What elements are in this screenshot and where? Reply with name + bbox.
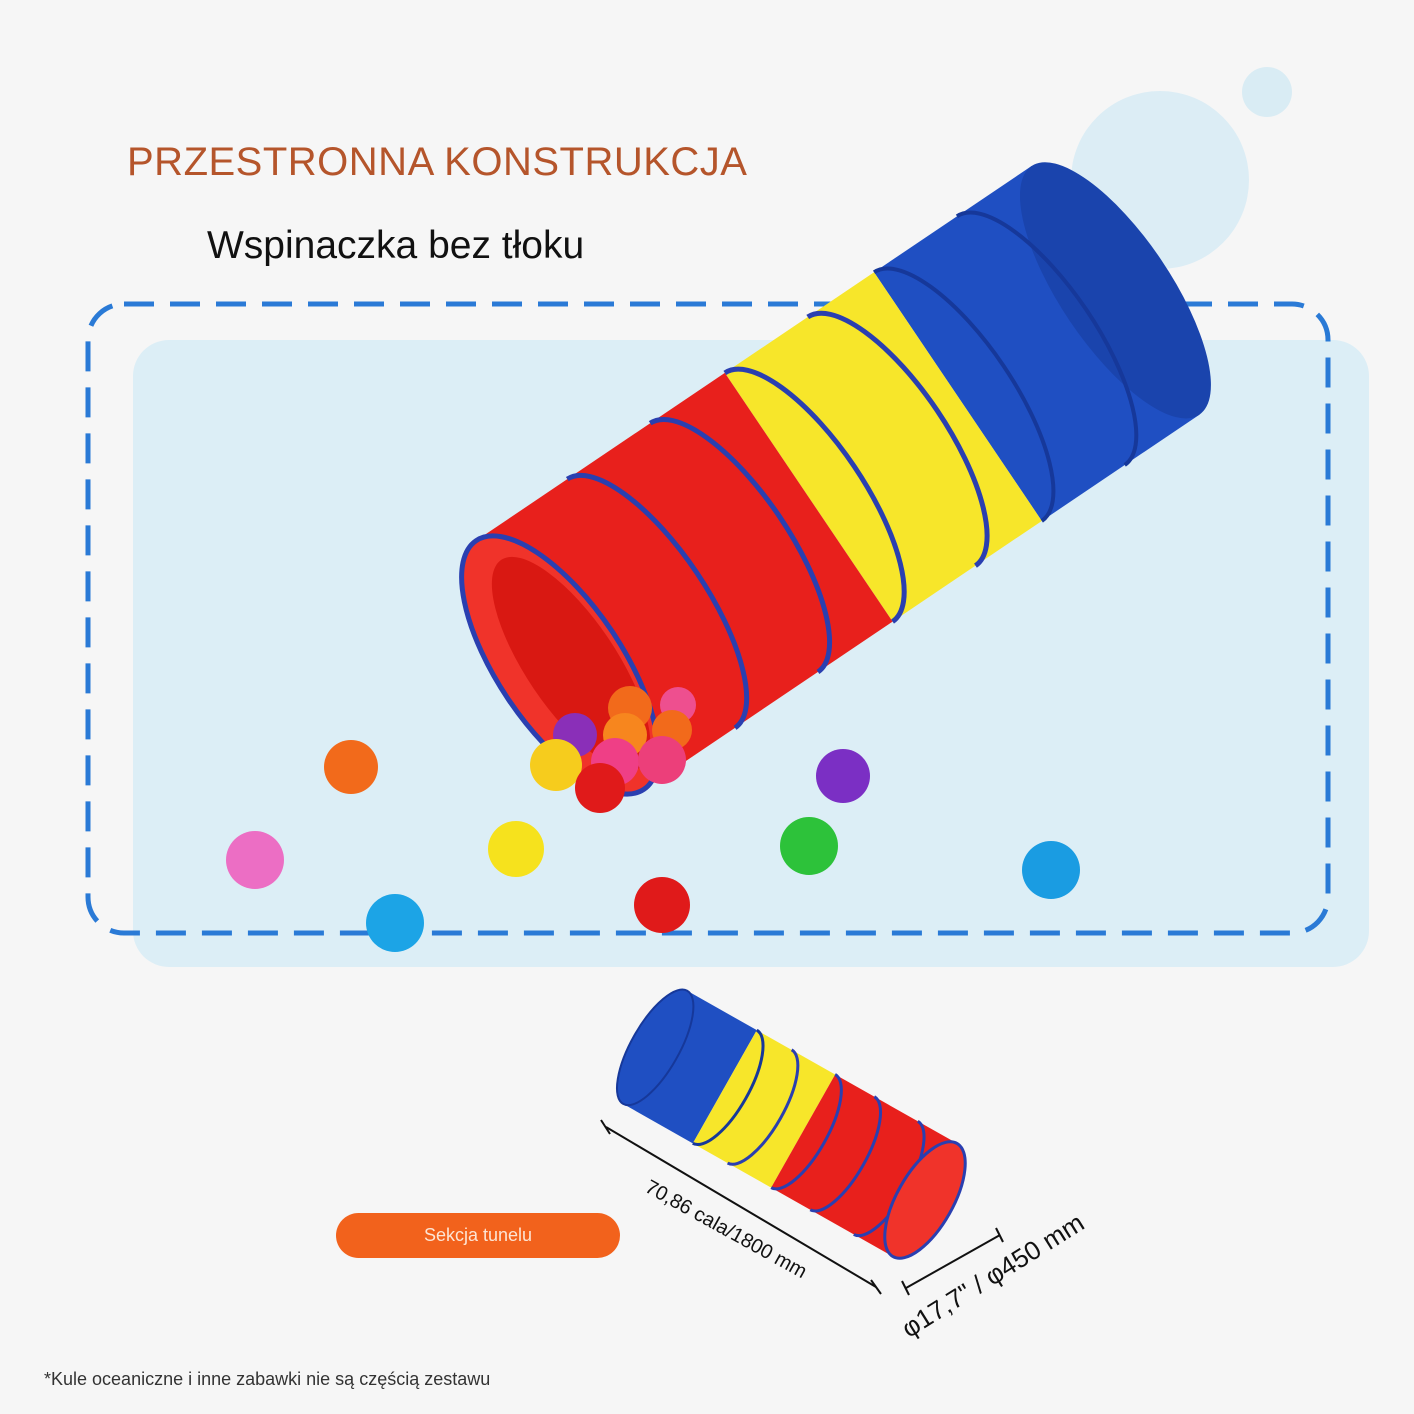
ball-green	[780, 817, 838, 875]
ball-orange	[324, 740, 378, 794]
ball-pink	[226, 831, 284, 889]
ball-purple	[816, 749, 870, 803]
ball-blue	[1022, 841, 1080, 899]
page-subtitle: Wspinaczka bez tłoku	[207, 224, 585, 267]
page-title: PRZESTRONNA KONSTRUKCJA	[127, 140, 748, 184]
decor-circle-small	[1242, 67, 1292, 117]
tunnel-small	[615, 988, 967, 1260]
dashed-frame	[85, 301, 1331, 936]
ball-yellow	[488, 821, 544, 877]
dimension-lines	[600, 1119, 1004, 1296]
tunnel-section-button[interactable]: Sekcja tunelu	[336, 1213, 620, 1258]
balls-in-tunnel	[530, 686, 696, 813]
footnote: *Kule oceaniczne i inne zabawki nie są c…	[44, 1369, 491, 1389]
ball-cyan	[366, 894, 424, 952]
ball-red	[634, 877, 690, 933]
loose-balls	[226, 740, 1080, 952]
tunnel-large	[459, 162, 1211, 797]
